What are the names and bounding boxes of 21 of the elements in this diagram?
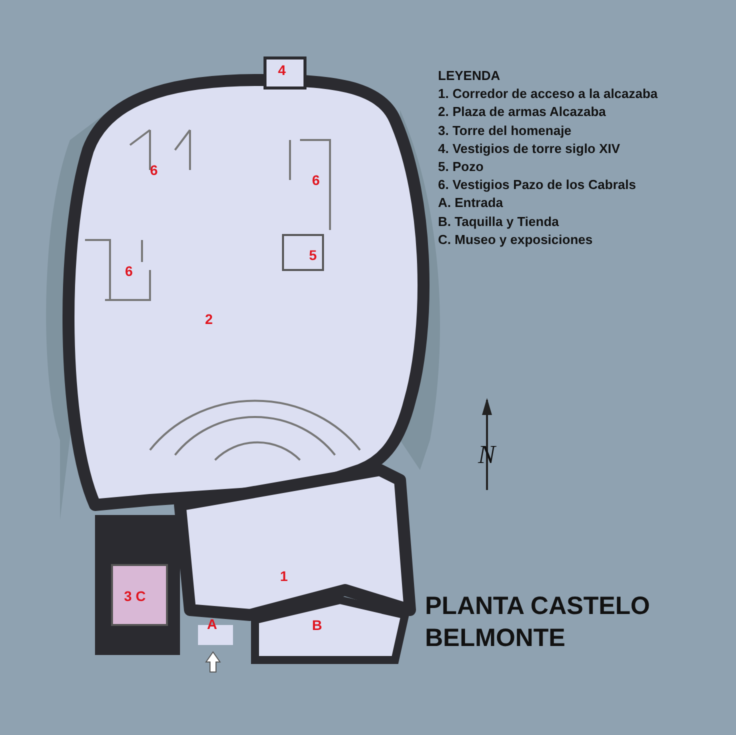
plan-title: PLANTA CASTELO BELMONTE xyxy=(425,591,651,654)
legend-item: 1. Corredor de acceso a la alcazaba xyxy=(438,86,658,102)
legend-item: C. Museo y exposiciones xyxy=(438,232,593,247)
area-number: 1 xyxy=(280,568,288,584)
area-number: 4 xyxy=(278,62,286,78)
area-number: 6 xyxy=(312,172,320,188)
legend-item: A. Entrada xyxy=(438,195,504,210)
legend-item: 4. Vestigios de torre siglo XIV xyxy=(438,140,620,156)
legend-item: 5. Pozo xyxy=(438,159,484,174)
legend-item: 3. Torre del homenaje xyxy=(438,122,572,138)
legend-item: 6. Vestigios Pazo de los Cabrals xyxy=(438,177,636,192)
legend-item: B. Taquilla y Tienda xyxy=(438,214,559,229)
legend-heading: LEYENDA xyxy=(438,68,500,83)
area-number: 2 xyxy=(205,311,213,327)
area-number: 6 xyxy=(150,162,158,178)
area-number: A xyxy=(207,616,218,632)
area-number: 6 xyxy=(125,263,133,279)
area-number: 3 C xyxy=(124,588,146,604)
legend-item: 2. Plaza de armas Alcazaba xyxy=(438,104,606,120)
area-number: 5 xyxy=(309,247,317,263)
area-number: B xyxy=(312,617,322,633)
